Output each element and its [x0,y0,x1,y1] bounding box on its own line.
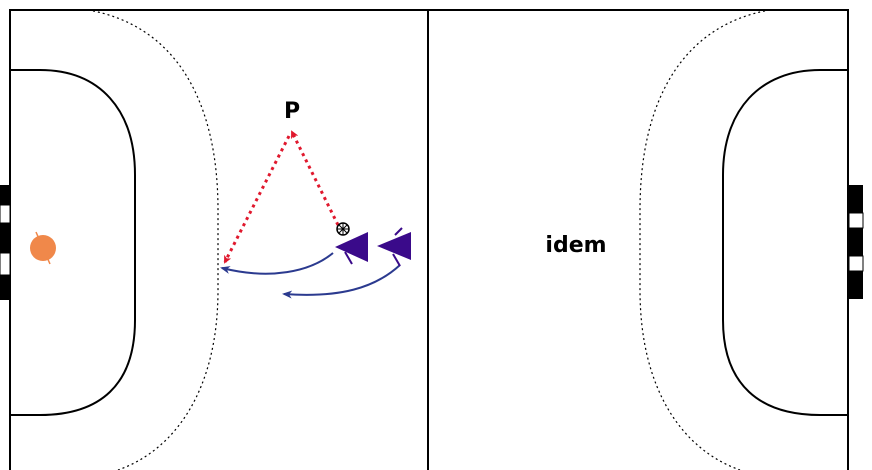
handball-ball-icon [336,222,350,236]
attacker-triangle-icon [377,227,411,267]
player-p-label: P [284,99,300,124]
right-goal-area-line [722,69,848,416]
left-goal [0,185,11,300]
right-half-note-label: idem [545,233,606,258]
goalkeeper-circle-icon [30,231,56,265]
left-goal-area-line [10,69,136,416]
right-goal [848,185,864,299]
run-arrow-1 [220,252,334,275]
pass-arrow-to-p [290,130,340,226]
pass-arrow-from-p [223,135,291,264]
left-free-throw-line [87,9,219,470]
attacker-triangle-icon [335,232,368,265]
right-free-throw-line [639,9,771,470]
run-arrow-2 [282,264,401,299]
